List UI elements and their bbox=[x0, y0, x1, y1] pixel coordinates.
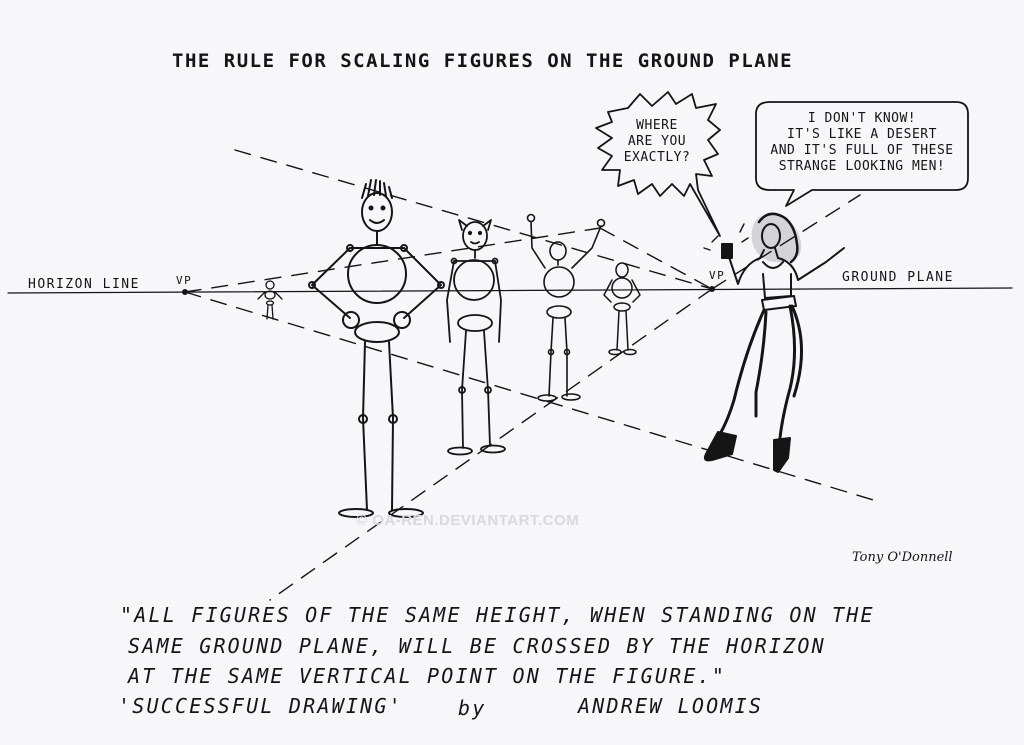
speech-left-line: ARE YOU bbox=[627, 134, 687, 149]
speech-bubble-right bbox=[755, 101, 969, 207]
page-title: THE RULE FOR SCALING FIGURES ON THE GROU… bbox=[172, 50, 794, 72]
speech-left-line: WHERE bbox=[636, 118, 678, 133]
watermark: © OA-REN.DEVIANTART.COM bbox=[356, 512, 580, 529]
quote-source-title: 'SUCCESSFUL DRAWING' bbox=[118, 694, 403, 718]
horizon-line-label: HORIZON LINE bbox=[28, 277, 140, 292]
artist-signature: Tony O'Donnell bbox=[852, 550, 953, 565]
speech-right-line: AND IT'S FULL OF THESE bbox=[770, 143, 954, 158]
ground-plane-label: GROUND PLANE bbox=[842, 270, 954, 285]
speech-right-line: I DON'T KNOW! bbox=[807, 111, 917, 126]
quote-line-2: SAME GROUND PLANE, WILL BE CROSSED BY TH… bbox=[128, 634, 826, 658]
quote-source-author: ANDREW LOOMIS bbox=[578, 694, 764, 718]
speech-right-text: I DON'T KNOW! IT'S LIKE A DESERT AND IT'… bbox=[762, 111, 962, 175]
vp-left-label: VP bbox=[176, 274, 193, 287]
speech-left-text: WHERE ARE YOU EXACTLY? bbox=[617, 118, 697, 166]
quote-line-1: "ALL FIGURES OF THE SAME HEIGHT, WHEN ST… bbox=[120, 603, 875, 627]
woman-figure bbox=[703, 212, 845, 473]
speech-right-line: IT'S LIKE A DESERT bbox=[787, 127, 937, 142]
quote-source-by: by bbox=[458, 696, 487, 720]
stick-figure-distant bbox=[603, 262, 641, 356]
stick-figure-large bbox=[308, 179, 445, 518]
quote-line-3: AT THE SAME VERTICAL POINT ON THE FIGURE… bbox=[128, 664, 727, 688]
perspective-lines bbox=[184, 149, 881, 601]
stick-figure-tiny bbox=[257, 280, 283, 320]
horizon-line bbox=[7, 287, 1013, 294]
phone-sparkle-icon bbox=[703, 223, 749, 251]
speech-bubble-left bbox=[595, 91, 721, 237]
stick-figure-medium bbox=[446, 219, 506, 456]
vp-right-label: VP bbox=[709, 269, 726, 282]
stick-figure-small bbox=[526, 213, 606, 402]
speech-left-line: EXACTLY? bbox=[623, 150, 691, 165]
speech-right-line: STRANGE LOOKING MEN! bbox=[778, 159, 946, 174]
